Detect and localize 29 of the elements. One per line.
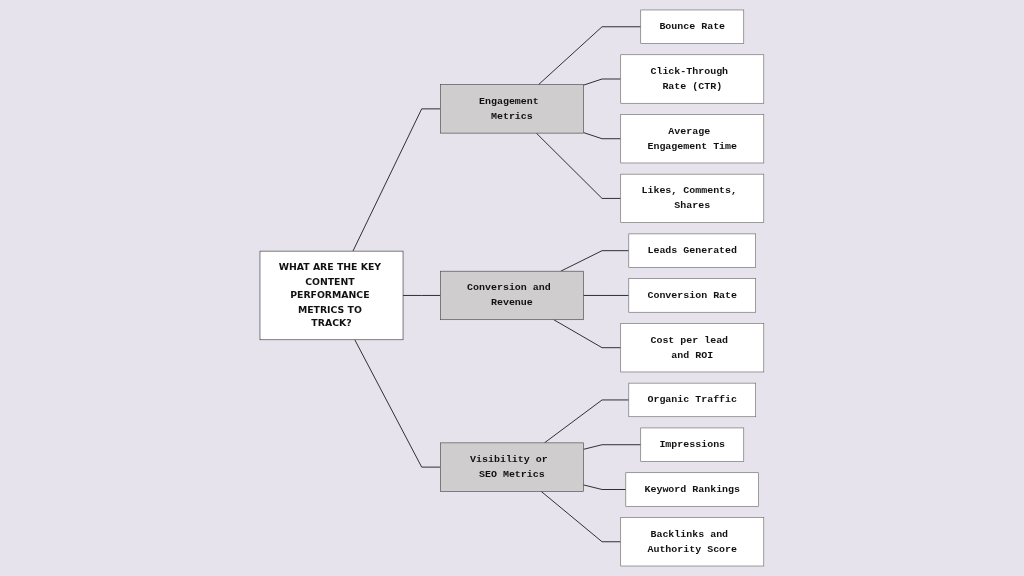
connector [402,295,441,296]
node-box: Organic Traffic [628,382,757,418]
connector [583,484,627,490]
connector [583,295,630,296]
node-box: Average Engagement Time [620,114,765,164]
connector [540,490,622,543]
node-box: Likes, Comments, Shares [620,173,765,223]
node-box: Visibility or SEO Metrics [440,442,584,492]
node-box: Bounce Rate [640,9,745,44]
node-box: Engagement Metrics [440,84,584,134]
node-box: Keyword Rankings [625,472,760,507]
connector [538,26,642,86]
connector [352,108,441,252]
node-box: Impressions [640,427,745,462]
connector [354,339,441,468]
connector [535,132,622,199]
connector [553,319,622,349]
node-box: Conversion and Revenue [440,270,584,320]
connector [583,444,642,450]
node-box: Click-Through Rate (CTR) [620,54,765,104]
node-box: Conversion Rate [628,278,757,313]
node-box: Backlinks and Authority Score [620,517,765,567]
node-box: WHAT ARE THE KEY CONTENT PERFORMANCE METRICS TO TRACK? [259,250,404,341]
connector [544,399,630,444]
connector [583,78,622,86]
connector [560,250,630,272]
connector [583,132,622,140]
node-box: Leads Generated [628,233,757,268]
node-box: Cost per lead and ROI [620,323,765,373]
